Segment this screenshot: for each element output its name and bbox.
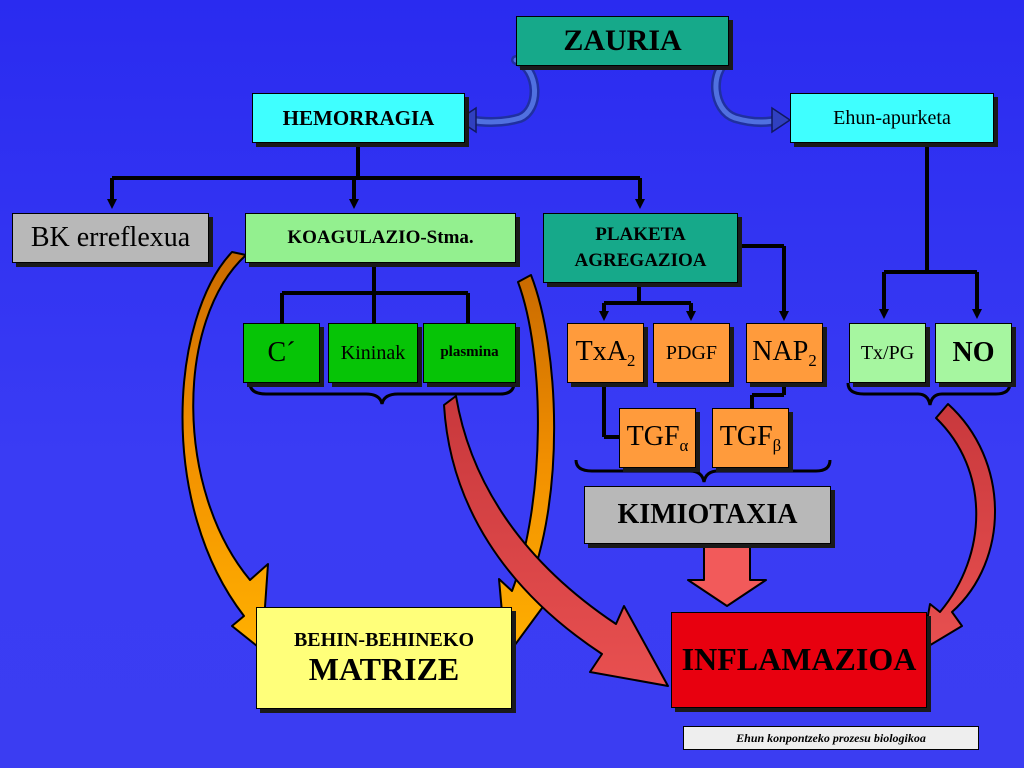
node-ehun-apurketa-label: Ehun-apurketa [833,106,951,129]
node-zauria-label: ZAURIA [563,24,682,58]
node-tgf-beta-subscript: β [772,435,782,455]
node-koagulazio-label: KOAGULAZIO-Stma. [287,227,474,249]
koagulazio-brace [248,382,516,405]
node-zauria: ZAURIA [516,16,729,66]
node-kimiotaxia: KIMIOTAXIA [584,486,831,544]
node-plaketa-line1: PLAKETA [595,224,686,246]
red-left-curved-arrow [443,395,669,687]
hemorragia-tree [107,145,645,209]
node-nap2: NAP2 [746,323,823,383]
node-tx-pg: Tx/PG [849,323,926,383]
node-nap2-label: NAP [752,335,809,367]
ehun-tree [879,145,982,319]
node-plasmina: plasmina [423,323,516,383]
tgf-brace [574,459,832,483]
node-tgf-beta: TGFβ [712,408,789,468]
node-kininak: Kininak [328,323,418,383]
footer-caption-text: Ehun konpontzeko prozesu biologikoa [736,730,926,745]
node-c-prime-label: C´ [267,337,296,369]
node-ehun-apurketa: Ehun-apurketa [790,93,994,143]
red-right-curved-arrow [921,403,996,651]
node-bk-erreflexua: BK erreflexua [12,213,209,263]
node-nap2-subscript: 2 [808,350,817,370]
node-no-label: NO [952,337,995,369]
node-c-prime: C´ [243,323,320,383]
zauria-to-ehun-arrow [711,55,792,134]
node-behin-line1: BEHIN-BEHINEKO [293,628,475,651]
node-plasmina-label: plasmina [440,344,499,361]
node-plaketa-line2: AGREGAZIOA [574,250,707,271]
node-plaketa-agregazioa: PLAKETA AGREGAZIOA [543,213,738,283]
node-tgf-alpha-label: TGF [626,420,680,452]
node-kininak-label: Kininak [340,341,406,364]
node-kimiotaxia-label: KIMIOTAXIA [617,499,798,531]
node-txa2-subscript: 2 [626,350,636,370]
plaketa-tree [599,244,789,321]
koagulazio-tree [280,263,470,323]
node-behin-line2: MATRIZE [308,650,460,687]
node-inflamazioa-label: INFLAMAZIOA [681,641,917,678]
orange-left-curved-arrow [181,251,269,651]
node-txa2: TxA2 [567,323,644,383]
kimiotaxia-to-inflamazioa-arrow [687,544,767,607]
node-koagulazio: KOAGULAZIO-Stma. [245,213,516,263]
node-inflamazioa: INFLAMAZIOA [671,612,927,708]
node-tgf-alpha: TGFα [619,408,696,468]
node-txa2-label: TxA [575,335,627,367]
node-tx-pg-label: Tx/PG [860,341,915,364]
tgf-connectors [602,383,786,439]
node-hemorragia-label: HEMORRAGIA [282,105,435,130]
node-behin-behineko-matrize: BEHIN-BEHINEKO MATRIZE [256,607,512,709]
node-no: NO [935,323,1012,383]
zauria-to-hemorragia-arrow [456,55,540,134]
node-pdgf-label: PDGF [665,341,718,364]
node-bk-erreflexua-label: BK erreflexua [30,222,191,254]
node-tgf-beta-label: TGF [719,420,773,452]
footer-caption: Ehun konpontzeko prozesu biologikoa [683,726,979,750]
txpg-no-brace [846,382,1012,406]
node-pdgf: PDGF [653,323,730,383]
node-tgf-alpha-subscript: α [679,435,689,455]
node-hemorragia: HEMORRAGIA [252,93,465,143]
